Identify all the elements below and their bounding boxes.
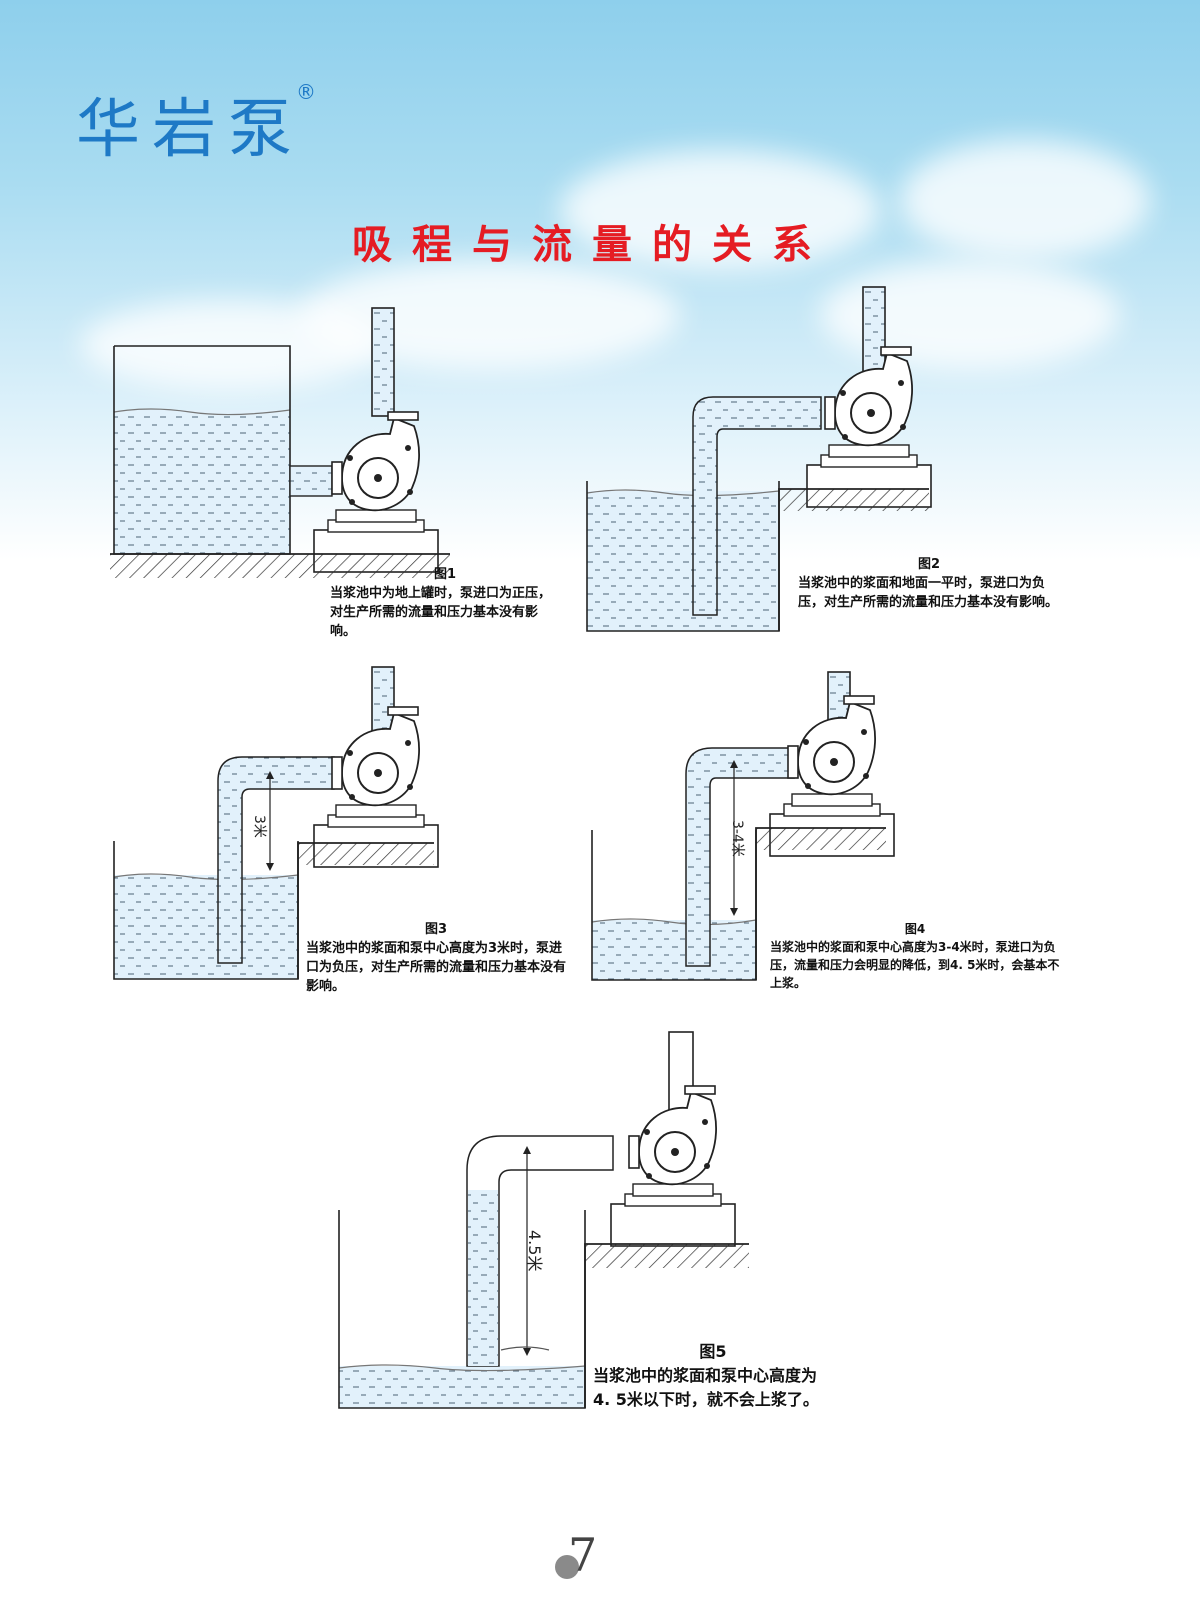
page-title: 吸程与流量的关系 bbox=[352, 222, 832, 268]
brand-logo: 华岩泵 bbox=[76, 93, 304, 167]
figure-5-text: 当浆池中的浆面和泵中心高度为4. 5米以下时，就不会上浆了。 bbox=[593, 1366, 819, 1409]
figure-1-caption: 图1 当浆池中为地上罐时，泵进口为正压，对生产所需的流量和压力基本没有影响。 bbox=[330, 565, 560, 641]
figure-5-dimension: 4.5米 bbox=[525, 1230, 544, 1272]
figure-5-label: 图5 bbox=[699, 1342, 727, 1361]
figure-4-diagram bbox=[590, 670, 900, 990]
figure-2-caption: 图2 当浆池中的浆面和地面一平时，泵进口为负压，对生产所需的流量和压力基本没有影… bbox=[798, 555, 1060, 612]
registered-mark: ® bbox=[296, 80, 316, 104]
figure-2-text: 当浆池中的浆面和地面一平时，泵进口为负压，对生产所需的流量和压力基本没有影响。 bbox=[798, 576, 1059, 610]
figure-3-dimension: 3米 bbox=[251, 815, 267, 838]
cloud bbox=[900, 140, 1150, 260]
figure-3-diagram bbox=[110, 665, 450, 995]
page-number: 7 bbox=[568, 1528, 598, 1582]
cloud bbox=[80, 300, 380, 390]
figure-1-diagram bbox=[110, 300, 470, 590]
figure-5-diagram bbox=[335, 1030, 765, 1420]
figure-2-diagram bbox=[585, 285, 945, 645]
figure-2-label: 图2 bbox=[917, 557, 941, 572]
figure-3-text: 当浆池中的浆面和泵中心高度为3米时，泵进口为负压，对生产所需的流量和压力基本没有… bbox=[306, 941, 567, 994]
page-number-dot bbox=[555, 1555, 579, 1579]
figure-4-caption: 图4 当浆池中的浆面和泵中心高度为3-4米时，泵进口为负压，流量和压力会明显的降… bbox=[770, 920, 1060, 992]
figure-3-caption: 图3 当浆池中的浆面和泵中心高度为3米时，泵进口为负压，对生产所需的流量和压力基… bbox=[306, 920, 566, 996]
cloud bbox=[560, 150, 880, 270]
figure-1-text: 当浆池中为地上罐时，泵进口为正压，对生产所需的流量和压力基本没有影响。 bbox=[330, 586, 552, 639]
figure-5-caption: 图5 当浆池中的浆面和泵中心高度为4. 5米以下时，就不会上浆了。 bbox=[593, 1340, 833, 1412]
figure-4-dimension: 3-4米 bbox=[729, 820, 745, 857]
figure-4-label: 图4 bbox=[904, 922, 926, 936]
figure-1-label: 图1 bbox=[433, 567, 457, 582]
figure-4-text: 当浆池中的浆面和泵中心高度为3-4米时，泵进口为负压，流量和压力会明显的降低，到… bbox=[770, 940, 1060, 990]
figure-3-label: 图3 bbox=[424, 922, 448, 937]
